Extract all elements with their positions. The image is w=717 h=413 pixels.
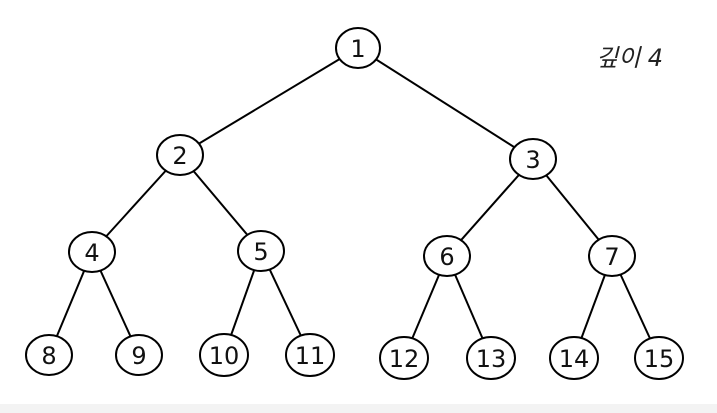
tree-node-2: 2 xyxy=(156,134,204,176)
node-circle xyxy=(68,231,116,273)
tree-node-5: 5 xyxy=(237,230,285,272)
tree-node-15: 15 xyxy=(634,336,684,380)
node-label: 6 xyxy=(439,243,454,271)
node-circle xyxy=(634,336,684,380)
node-circle xyxy=(237,230,285,272)
tree-node-1: 1 xyxy=(335,27,381,69)
node-label: 3 xyxy=(525,146,540,174)
node-label: 9 xyxy=(131,342,146,370)
node-circle xyxy=(509,138,557,180)
tree-node-13: 13 xyxy=(466,336,516,380)
node-circle xyxy=(115,334,163,376)
node-label: 1 xyxy=(350,35,365,63)
tree-node-9: 9 xyxy=(115,334,163,376)
tree-node-7: 7 xyxy=(588,235,636,277)
node-circle xyxy=(335,27,381,69)
tree-node-11: 11 xyxy=(285,333,335,377)
bottom-strip xyxy=(0,404,717,413)
tree-edges xyxy=(48,47,660,359)
node-label: 12 xyxy=(389,345,420,373)
depth-label: 깊이 4 xyxy=(596,44,664,72)
node-label: 4 xyxy=(84,239,99,267)
tree-node-10: 10 xyxy=(199,333,249,377)
tree-edge-1-3 xyxy=(357,47,534,160)
node-label: 14 xyxy=(559,345,590,373)
node-circle xyxy=(199,333,249,377)
node-circle xyxy=(379,336,429,380)
tree-node-14: 14 xyxy=(549,336,599,380)
tree-node-3: 3 xyxy=(509,138,557,180)
node-label: 7 xyxy=(604,243,619,271)
node-label: 15 xyxy=(644,345,675,373)
node-circle xyxy=(423,235,471,277)
node-circle xyxy=(588,235,636,277)
node-circle xyxy=(285,333,335,377)
tree-node-12: 12 xyxy=(379,336,429,380)
node-label: 8 xyxy=(41,342,56,370)
node-label: 2 xyxy=(172,142,187,170)
tree-node-8: 8 xyxy=(25,334,73,376)
node-circle xyxy=(549,336,599,380)
node-circle xyxy=(466,336,516,380)
node-circle xyxy=(156,134,204,176)
node-label: 10 xyxy=(209,342,240,370)
tree-edge-1-2 xyxy=(179,47,359,156)
node-circle xyxy=(25,334,73,376)
tree-node-4: 4 xyxy=(68,231,116,273)
node-label: 5 xyxy=(253,238,268,266)
tree-node-6: 6 xyxy=(423,235,471,277)
node-label: 11 xyxy=(295,342,326,370)
node-label: 13 xyxy=(476,345,507,373)
